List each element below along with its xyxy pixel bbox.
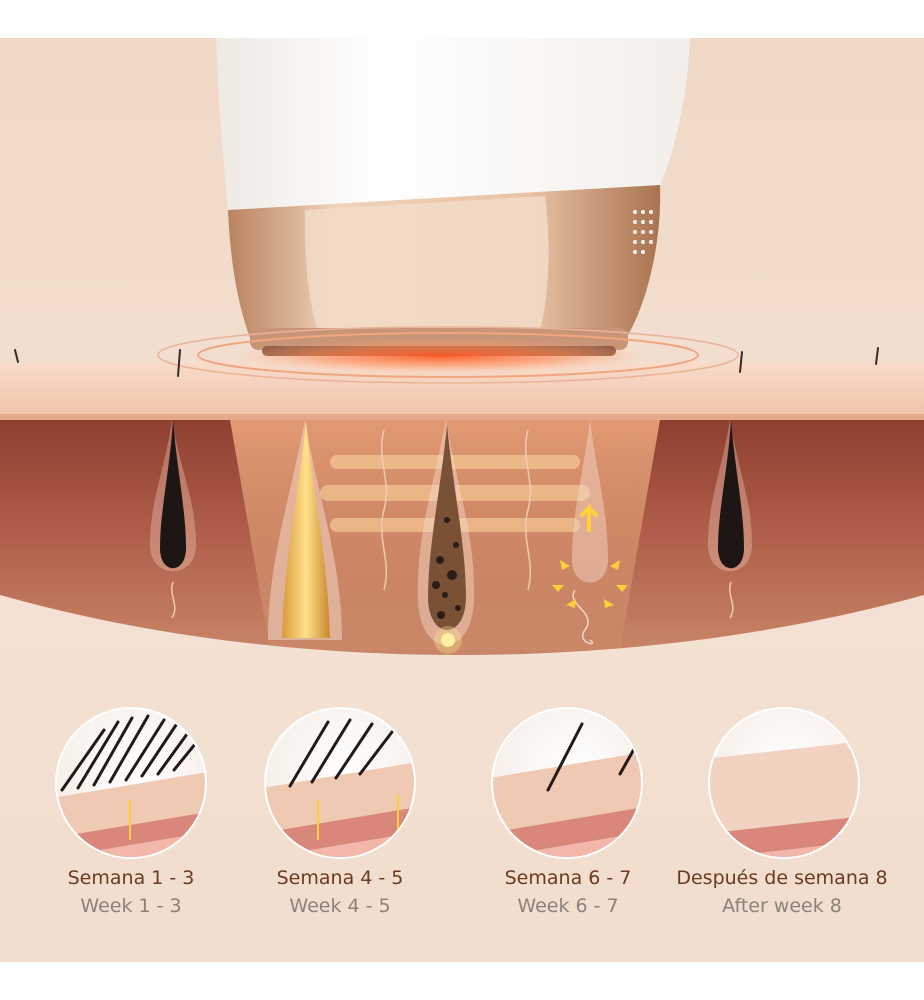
stage-label-es: Semana 1 - 3: [67, 867, 195, 889]
stage-label-es: Semana 6 - 7: [504, 867, 632, 889]
stage-label-en: Week 4 - 5: [289, 895, 391, 917]
hair-follicle-shedding: [552, 420, 628, 645]
stage-label-es: Después de semana 8: [676, 867, 888, 889]
stage-label-en: Week 6 - 7: [517, 895, 619, 917]
ipl-device-icon: [216, 38, 690, 356]
stage-label-es: Semana 4 - 5: [276, 867, 404, 889]
hair-follicle-destroyed: [417, 420, 475, 654]
stage-circle-3: [491, 707, 643, 859]
stage-label-en: Week 1 - 3: [80, 895, 182, 917]
hair-follicle-heated: [268, 420, 342, 640]
stage-caption-3: Semana 6 - 7 Week 6 - 7: [458, 864, 678, 920]
stage-caption-2: Semana 4 - 5 Week 4 - 5: [230, 864, 450, 920]
skin-surface: [0, 326, 924, 420]
hair-follicle-right: [708, 420, 752, 619]
stage-caption-1: Semana 1 - 3 Week 1 - 3: [21, 864, 241, 920]
hair-follicle-left: [150, 420, 196, 619]
stage-label-en: After week 8: [722, 895, 842, 917]
stage-caption-4: Después de semana 8 After week 8: [662, 864, 902, 920]
dermis-section: [0, 420, 924, 655]
stage-circle-1: [55, 707, 207, 859]
